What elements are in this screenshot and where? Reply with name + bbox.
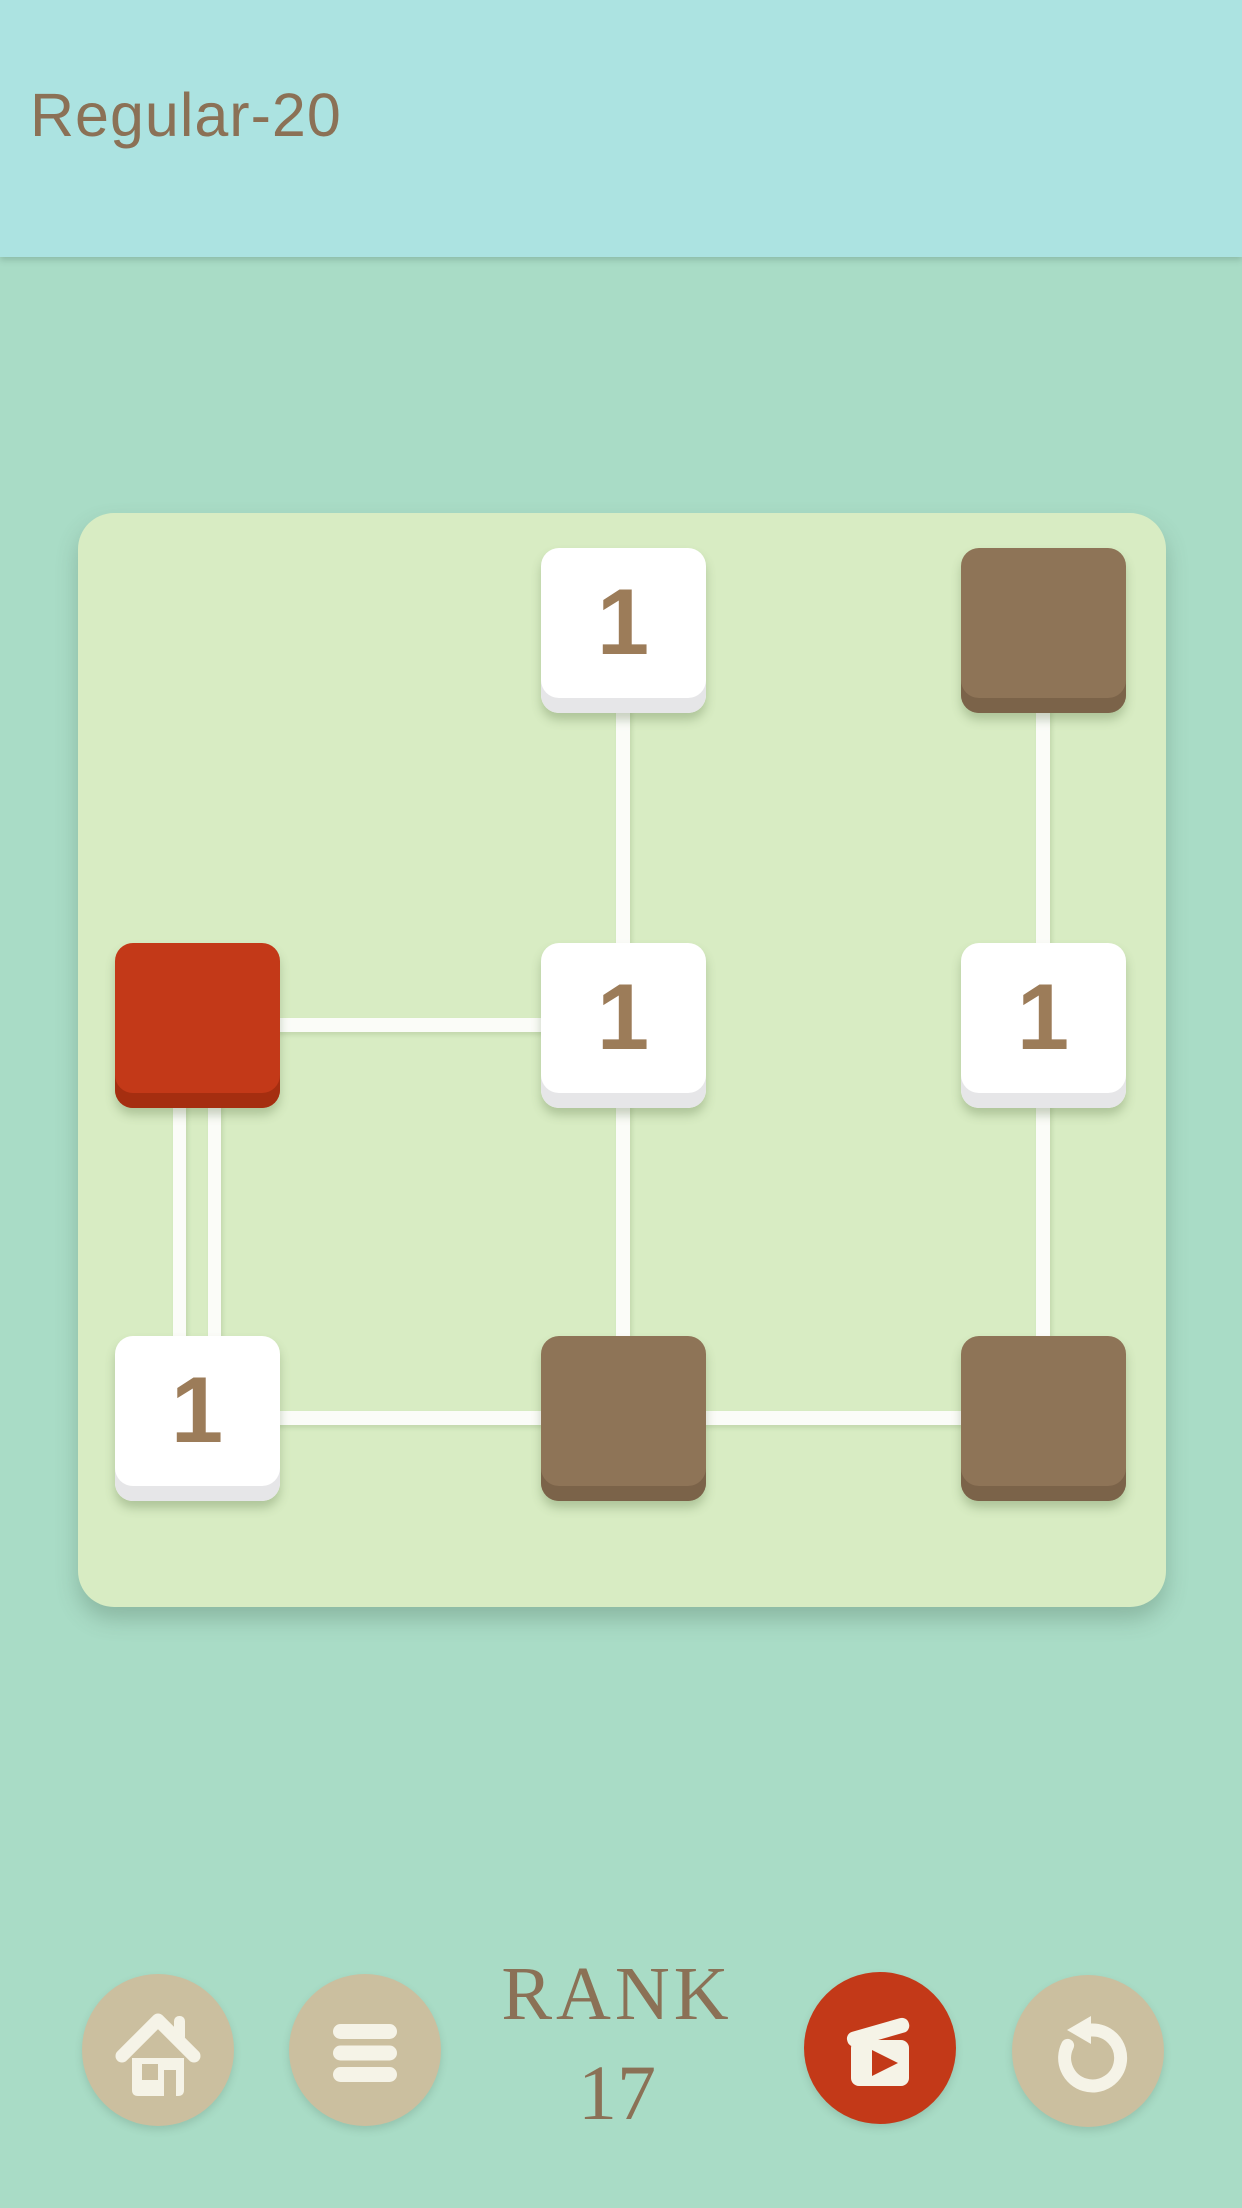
level-title: Regular-20 (30, 81, 342, 149)
menu-button[interactable] (289, 1974, 441, 2126)
rank-value: 17 (578, 2049, 656, 2136)
tile-white-r2c2[interactable]: 1 (540, 942, 706, 1108)
connection-line (173, 1025, 186, 1418)
connection-line (1036, 630, 1050, 1025)
connection-line (208, 1025, 221, 1418)
menu-icon (315, 2000, 415, 2100)
tile-white-r3c1[interactable]: 1 (114, 1335, 280, 1501)
tile-white-r1c2[interactable]: 1 (540, 547, 706, 713)
puzzle-board: 1 1 1 1 (78, 513, 1166, 1607)
connection-line (197, 1411, 623, 1425)
restart-button[interactable] (1012, 1975, 1164, 2127)
tile-red-r2c1[interactable] (114, 942, 280, 1108)
connection-line (616, 1025, 630, 1418)
tile-brown-r3c3[interactable] (960, 1335, 1126, 1501)
home-button[interactable] (82, 1974, 234, 2126)
rank-label: RANK (501, 1952, 733, 2036)
rank-display: RANK 17 (482, 1956, 752, 2132)
tile-number: 1 (170, 1357, 224, 1462)
connection-line (623, 1411, 1043, 1425)
tile-number: 1 (1016, 964, 1070, 1069)
clapperboard-icon (830, 1998, 930, 2098)
connection-line (1036, 1025, 1050, 1418)
video-hint-button[interactable] (804, 1972, 956, 2124)
tile-white-r2c3[interactable]: 1 (960, 942, 1126, 1108)
tile-brown-r3c2[interactable] (540, 1335, 706, 1501)
tile-brown-r1c3[interactable] (960, 547, 1126, 713)
tile-number: 1 (596, 569, 650, 674)
home-icon (108, 2000, 208, 2100)
connection-line (197, 1018, 623, 1032)
header-bar: Regular-20 (0, 0, 1242, 257)
connection-line (616, 630, 630, 1025)
restart-icon (1038, 2001, 1138, 2101)
tile-number: 1 (596, 964, 650, 1069)
